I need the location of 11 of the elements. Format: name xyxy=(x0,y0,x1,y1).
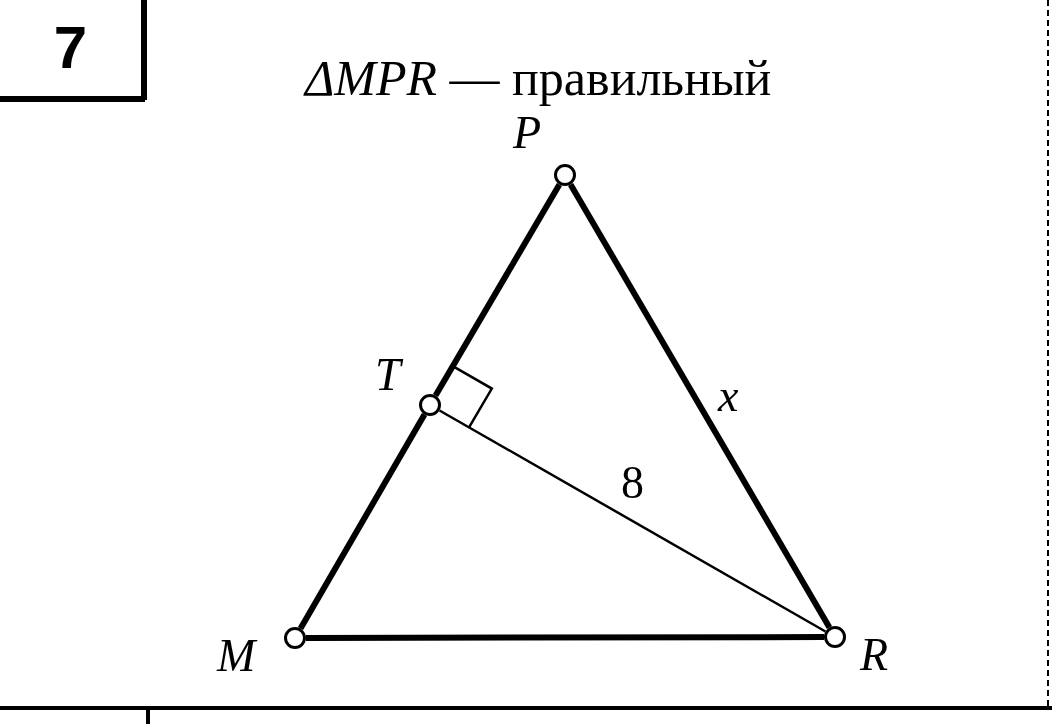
triangle-side xyxy=(297,413,428,630)
triangle-side xyxy=(433,182,562,398)
vertex-label: R xyxy=(860,632,889,678)
vertex-label: M xyxy=(217,633,256,679)
title: ΔMPR — правильный xyxy=(305,50,772,106)
number-box xyxy=(0,0,145,100)
triangle-side xyxy=(567,183,833,629)
problem-number: 7 xyxy=(53,18,88,78)
triangle-side xyxy=(306,634,824,641)
triangle-side xyxy=(438,409,827,633)
vertex-label: P xyxy=(513,110,542,156)
